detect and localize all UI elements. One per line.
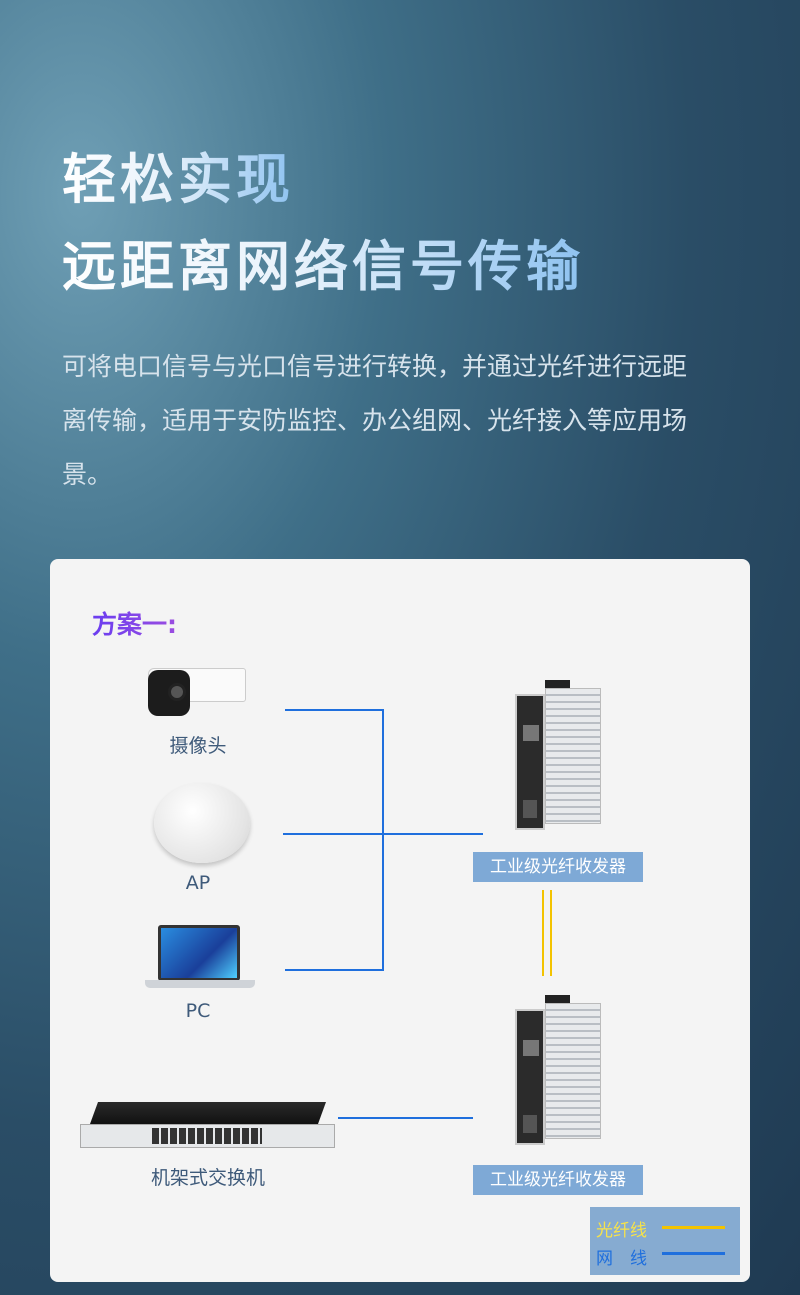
legend-network-swatch: [662, 1252, 725, 1255]
legend-network-label: 网 线: [596, 1249, 647, 1269]
camera-label: 摄像头: [169, 735, 227, 757]
network-line-ap: [283, 833, 483, 835]
laptop-icon: [158, 925, 240, 981]
network-line-camera: [285, 709, 384, 711]
camera-icon: [148, 668, 246, 718]
fiber-line-1: [542, 890, 544, 976]
plan-title: 方案一:: [92, 605, 177, 641]
headline-line-2: 远距离网络信号传输: [62, 222, 584, 301]
laptop-base: [145, 980, 255, 988]
network-line-switch: [338, 1117, 473, 1119]
access-point-icon: [154, 783, 250, 863]
legend: 光纤线 网 线: [590, 1207, 740, 1275]
description: 可将电口信号与光口信号进行转换，并通过光纤进行远距离传输，适用于安防监控、办公组…: [62, 352, 688, 489]
converter-top-label: 工业级光纤收发器: [473, 852, 643, 882]
fiber-converter-bottom-icon: [515, 995, 601, 1145]
ap-label: AP: [185, 872, 211, 894]
rack-switch-icon: [80, 1102, 335, 1148]
pc-label: PC: [185, 1000, 211, 1022]
fiber-line-2: [550, 890, 552, 976]
network-line-pc: [285, 969, 384, 971]
fiber-converter-top-icon: [515, 680, 601, 830]
legend-fiber-swatch: [662, 1226, 725, 1229]
converter-bottom-label: 工业级光纤收发器: [473, 1165, 643, 1195]
headline-line-1: 轻松实现: [62, 135, 294, 214]
switch-label: 机架式交换机: [150, 1167, 265, 1189]
legend-fiber-label: 光纤线: [596, 1221, 647, 1241]
network-line-trunk: [382, 709, 384, 971]
